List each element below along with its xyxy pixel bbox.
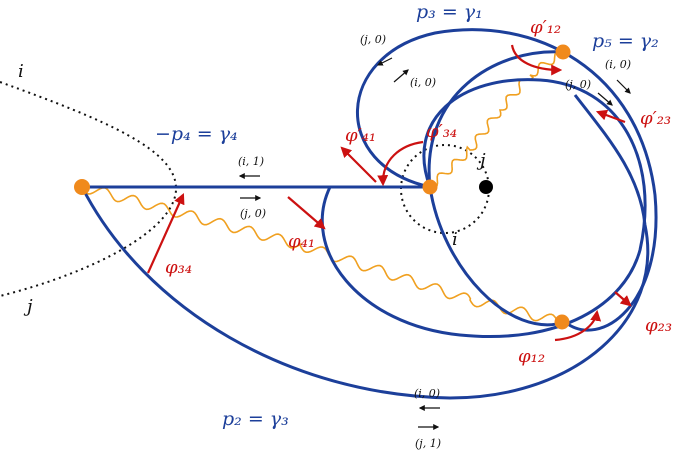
label-phi12-prime: φ′₁₂ — [530, 17, 561, 38]
curve-gamma3 — [80, 94, 650, 400]
curve-gamma2 — [427, 50, 566, 327]
phi41-arrow — [287, 196, 326, 230]
charge-arrow-1 — [376, 57, 393, 66]
charge-top-right-lower: (j, 0) — [565, 78, 591, 91]
charge-mid-lower: (j, 0) — [240, 207, 266, 220]
curve-spiral-inner — [320, 78, 647, 338]
charge-bottom-upper: (i, 0) — [414, 387, 440, 400]
label-phi23-prime: φ′₂₃ — [640, 108, 671, 129]
phi34-arrow — [146, 192, 185, 274]
label-phi12: φ₁₂ — [518, 346, 545, 367]
charge-top-left-lower: (i, 0) — [410, 76, 436, 89]
phi23-arrow — [614, 291, 632, 307]
label-phi41-prime: φ′₄₁ — [345, 125, 376, 146]
label-p4: −p₄ = γ₄ — [155, 123, 238, 145]
branch-point — [479, 180, 493, 194]
label-phi23: φ₂₃ — [645, 315, 672, 336]
charge-bottom-lower: (j, 1) — [415, 437, 441, 450]
label-left-j: j — [23, 296, 33, 317]
charge-arrow-3 — [616, 79, 631, 94]
label-phi34-prime: φ′₃₄ — [426, 121, 457, 142]
phi41-prime-arrow — [340, 146, 377, 183]
label-p2: p₂ = γ₃ — [222, 408, 289, 430]
label-center-j: j — [476, 150, 486, 171]
node-bottom-right — [554, 314, 570, 330]
label-p3: p₃ = γ₁ — [416, 1, 483, 23]
charge-top-right-upper: (i, 0) — [605, 58, 631, 71]
node-center — [422, 179, 438, 195]
branch-cut-left — [0, 81, 178, 297]
node-left — [74, 179, 90, 195]
label-center-i: i — [452, 229, 458, 250]
phi12-arrow — [554, 309, 602, 342]
phi23-prime-arrow — [595, 109, 626, 124]
branch-cut-center — [400, 144, 490, 234]
label-phi41: φ₄₁ — [288, 231, 315, 252]
phi34-prime-arrow — [377, 140, 424, 187]
charge-arrow-2 — [393, 69, 409, 83]
wavy-line-upper — [429, 50, 564, 189]
charge-top-left-upper: (j, 0) — [360, 33, 386, 46]
wavy-line-lower — [81, 186, 562, 327]
label-p5: p₅ = γ₂ — [592, 30, 659, 52]
charge-mid-upper: (i, 1) — [238, 155, 264, 168]
phi12-prime-arrow — [510, 44, 563, 76]
label-left-i: i — [18, 61, 24, 82]
node-top-right — [555, 44, 571, 60]
label-phi34: φ₃₄ — [165, 257, 192, 278]
charge-arrow-4 — [597, 92, 613, 106]
